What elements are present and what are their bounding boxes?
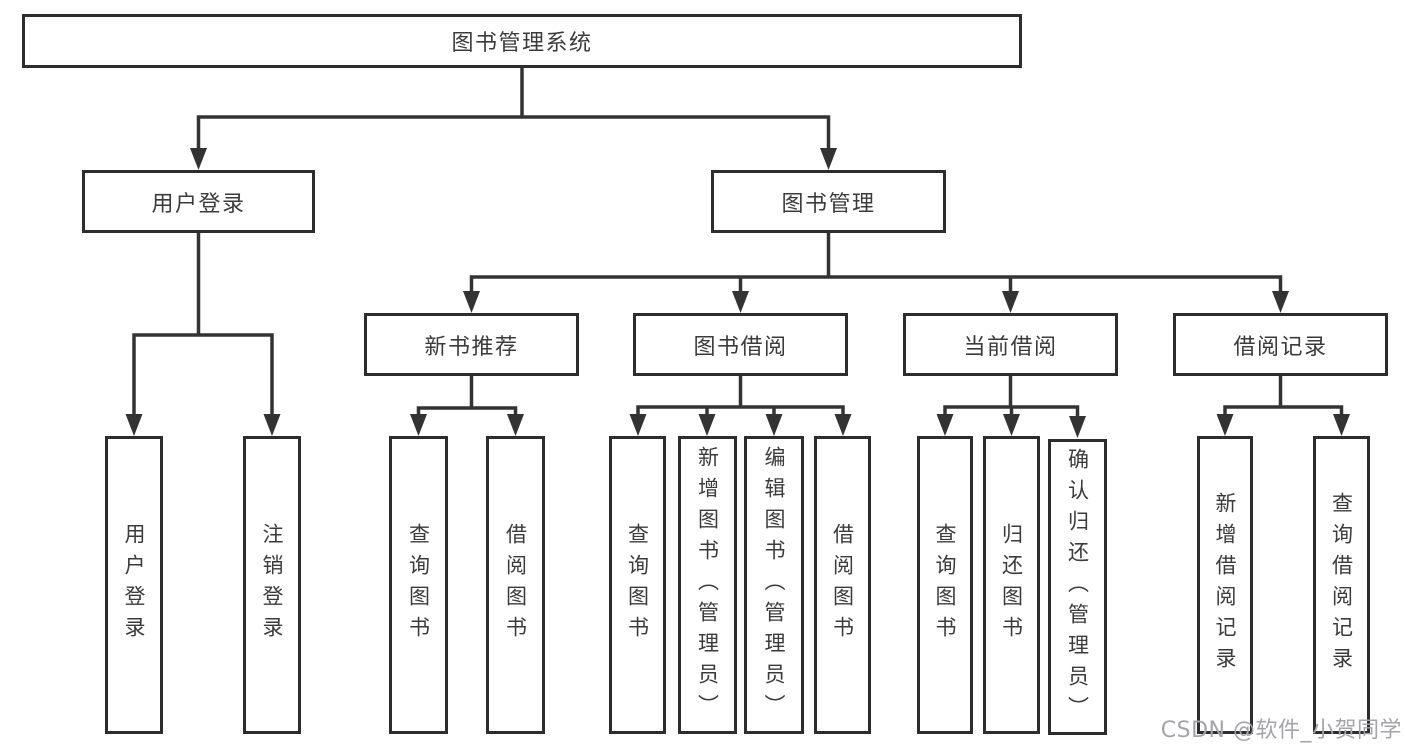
node-leaf-query-books-1: 查询图书 [389, 436, 448, 734]
node-new-book-recommend-label: 新书推荐 [424, 334, 519, 360]
node-leaf-borrow-books-2-label: 借阅图书 [830, 523, 855, 647]
node-leaf-query-books-3-label: 查询图书 [933, 523, 958, 647]
node-leaf-logout-label: 注销登录 [260, 523, 285, 647]
edge-borrow-branch [636, 405, 845, 416]
node-leaf-query-books-1-label: 查询图书 [406, 523, 431, 647]
node-leaf-query-books-2-label: 查询图书 [625, 523, 650, 647]
edge-newbook-branch [416, 406, 518, 416]
node-book-management-label: 图书管理 [781, 191, 876, 217]
node-leaf-query-borrow-record-label: 查询借阅记录 [1329, 492, 1354, 678]
node-book-borrowing-label: 图书借阅 [693, 334, 788, 360]
node-root: 图书管理系统 [22, 14, 1022, 68]
edge-mgmt-branch [469, 275, 1283, 293]
node-current-borrowing: 当前借阅 [903, 313, 1118, 376]
edge-mgmt-mid-drops [738, 277, 1013, 293]
node-leaf-query-books-2: 查询图书 [609, 436, 666, 734]
node-leaf-logout: 注销登录 [243, 436, 301, 734]
node-current-borrowing-label: 当前借阅 [963, 334, 1058, 360]
node-book-borrowing: 图书借阅 [633, 313, 848, 376]
node-leaf-add-borrow-record: 新增借阅记录 [1197, 436, 1253, 734]
edge-root-to-l2 [196, 115, 831, 150]
node-leaf-confirm-return-admin-label: 确认归还（管理员） [1065, 447, 1090, 727]
node-book-management: 图书管理 [711, 170, 946, 233]
node-new-book-recommend: 新书推荐 [364, 313, 579, 376]
node-leaf-add-books-admin-label: 新增图书（管理员） [695, 445, 720, 725]
node-leaf-query-borrow-record: 查询借阅记录 [1313, 436, 1370, 734]
edge-login-branch [132, 333, 274, 416]
node-leaf-edit-books-admin-label: 编辑图书（管理员） [762, 445, 787, 725]
node-leaf-user-login-label: 用户登录 [122, 523, 147, 647]
node-leaf-user-login: 用户登录 [105, 436, 163, 734]
arrowheads [125, 148, 1350, 438]
node-leaf-borrow-books-1: 借阅图书 [486, 436, 545, 734]
node-leaf-borrow-books-1-label: 借阅图书 [503, 523, 528, 647]
node-leaf-add-books-admin: 新增图书（管理员） [678, 436, 737, 734]
node-leaf-borrow-books-2: 借阅图书 [814, 436, 871, 734]
node-leaf-edit-books-admin: 编辑图书（管理员） [744, 436, 804, 734]
node-leaf-return-books-label: 归还图书 [999, 523, 1024, 647]
node-leaf-query-books-3: 查询图书 [917, 436, 973, 734]
node-user-login: 用户登录 [82, 170, 315, 233]
node-leaf-return-books: 归还图书 [983, 436, 1040, 734]
node-leaf-add-borrow-record-label: 新增借阅记录 [1213, 492, 1238, 678]
node-root-label: 图书管理系统 [451, 31, 593, 56]
csdn-watermark: CSDN @软件_小贺同学 [1160, 718, 1402, 743]
node-leaf-confirm-return-admin: 确认归还（管理员） [1048, 439, 1107, 735]
node-borrowing-records-label: 借阅记录 [1233, 334, 1328, 360]
node-borrowing-records: 借阅记录 [1173, 313, 1388, 376]
edge-record-branch [1223, 405, 1344, 416]
node-user-login-label: 用户登录 [151, 191, 246, 217]
